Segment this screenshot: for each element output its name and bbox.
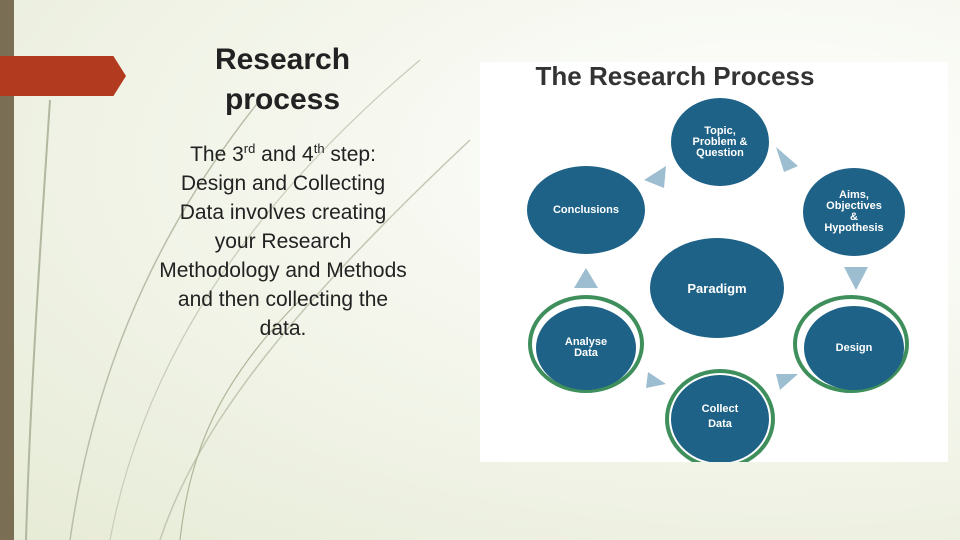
- node-design-label: Design: [836, 343, 873, 354]
- slide-title: Research process: [170, 40, 395, 120]
- arrow-conclusions-to-topic: [644, 166, 666, 188]
- node-conclusions: Conclusions: [536, 200, 636, 220]
- arrow-aims-to-design: [844, 267, 868, 290]
- node-collect-line2: Data: [702, 419, 739, 430]
- body-text-rest: Design and Collecting Data involves crea…: [159, 172, 407, 340]
- node-paradigm-label: Paradigm: [687, 283, 746, 294]
- body-text-part1: The 3: [190, 143, 244, 166]
- body-text-part3: step:: [325, 143, 376, 166]
- node-topic-line2: Problem &: [692, 137, 747, 148]
- node-topic-line3: Question: [692, 148, 747, 159]
- slide-title-line2: process: [170, 80, 395, 120]
- body-sup-th: th: [314, 141, 325, 156]
- node-analyse-line2: Data: [565, 348, 607, 359]
- node-collect: Collect Data: [675, 402, 765, 432]
- node-analyse: Analyse Data: [541, 336, 631, 360]
- node-collect-line1: Collect: [702, 404, 739, 415]
- node-topic: Topic, Problem & Question: [675, 120, 765, 164]
- slide-body-text: The 3rd and 4th step: Design and Collect…: [158, 134, 408, 343]
- slide-title-line1: Research: [170, 40, 395, 80]
- arrow-topic-to-aims: [776, 147, 798, 172]
- node-conclusions-label: Conclusions: [553, 205, 619, 216]
- node-paradigm: Paradigm: [667, 277, 767, 299]
- body-text-part2: and 4: [255, 143, 313, 166]
- node-aims: Aims, Objectives & Hypothesis: [809, 186, 899, 238]
- node-design: Design: [809, 338, 899, 358]
- arrow-collect-to-analyse: [646, 372, 666, 388]
- arrow-design-to-collect: [776, 374, 798, 390]
- node-aims-line4: Hypothesis: [824, 223, 883, 234]
- node-topic-line1: Topic,: [692, 126, 747, 137]
- body-sup-rd: rd: [244, 141, 256, 156]
- research-process-diagram: The Research Process Topic, Problem & Qu…: [480, 62, 948, 462]
- arrow-analyse-to-conclusions: [574, 268, 598, 288]
